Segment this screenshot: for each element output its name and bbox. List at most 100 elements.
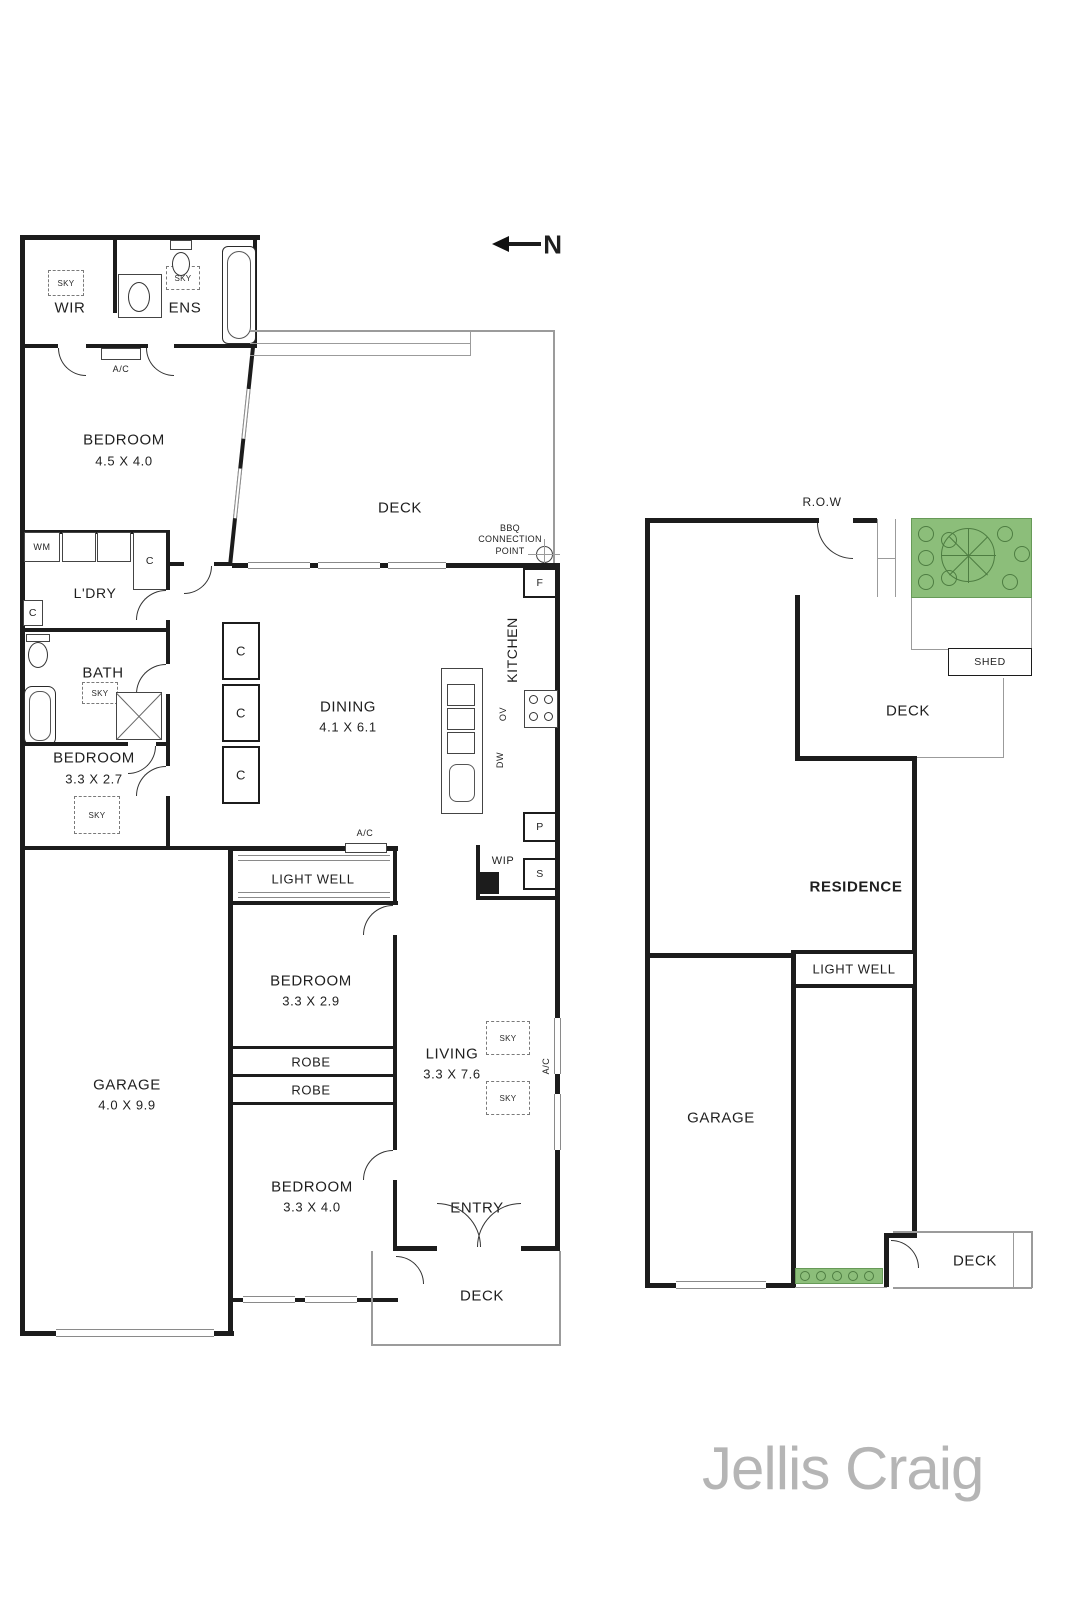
site-label-garage: GARAGE	[687, 1109, 755, 1127]
skylight-badge: SKY	[82, 682, 118, 704]
wall-segment	[853, 518, 877, 523]
toilet-icon	[172, 252, 190, 276]
tree-icon	[941, 532, 957, 548]
wall-segment	[476, 845, 480, 900]
plant-icon	[816, 1271, 826, 1281]
pantry-box	[523, 812, 557, 842]
thin-outline	[250, 343, 470, 344]
storage-box	[523, 858, 557, 890]
tree-icon	[997, 526, 1013, 542]
tree-icon	[941, 528, 996, 583]
stove-burner	[529, 712, 538, 721]
skylight-badge: SKY	[486, 1021, 530, 1055]
wall-segment	[174, 344, 257, 348]
plant-icon	[848, 1271, 858, 1281]
window	[248, 562, 310, 569]
storage-label: S	[536, 868, 544, 880]
thin-outline	[470, 330, 471, 356]
dim-label-bedroom-2: 3.3 X 2.7	[65, 771, 123, 787]
dim-label-bedroom-4: 3.3 X 4.0	[283, 1199, 341, 1215]
window	[243, 1296, 295, 1303]
closet-box	[222, 746, 260, 804]
wall-segment	[912, 756, 917, 956]
wall-segment	[166, 796, 170, 848]
wall-segment	[113, 235, 117, 313]
wall-segment	[166, 530, 170, 590]
garage-door	[56, 1329, 214, 1337]
wall-segment	[884, 1233, 917, 1238]
thin-outline	[559, 1251, 561, 1345]
wall-segment	[228, 1102, 397, 1105]
ac-unit-label: A/C	[541, 1057, 551, 1075]
island-cabinet	[447, 732, 475, 754]
closet-box	[222, 622, 260, 680]
room-label-bedroom-3: BEDROOM	[270, 972, 352, 990]
wall-segment	[795, 756, 917, 761]
room-label-deck-bottom: DECK	[459, 1287, 505, 1305]
door-arc	[146, 348, 174, 376]
window	[318, 562, 380, 569]
thin-outline	[250, 330, 555, 332]
site-label-lightwell: LIGHT WELL	[812, 961, 896, 977]
shower-icon	[116, 692, 162, 740]
wall-segment	[228, 1298, 233, 1336]
wall-segment	[795, 595, 800, 760]
bbq-connection-label: BBQ CONNECTION POINT	[478, 523, 542, 556]
sink-icon	[449, 764, 475, 802]
laundry-appliance	[62, 532, 96, 562]
tree-icon	[918, 550, 934, 566]
door-arc	[363, 1150, 393, 1180]
plant-icon	[864, 1271, 874, 1281]
door-arc	[136, 590, 166, 620]
wall-segment	[20, 846, 234, 850]
pantry-label: P	[536, 821, 544, 833]
wall-segment	[884, 1233, 889, 1287]
basin-icon	[128, 282, 150, 312]
wall-segment	[228, 901, 398, 905]
wall-segment	[166, 694, 170, 766]
fridge-box	[523, 568, 557, 598]
thin-outline	[893, 1231, 1032, 1233]
toilet-tank	[26, 634, 50, 642]
toilet-icon	[28, 642, 48, 668]
tree-icon	[918, 574, 934, 590]
thin-outline	[893, 1287, 1032, 1289]
wall-segment	[20, 235, 25, 1336]
door-arc	[817, 523, 853, 559]
wall-segment	[645, 518, 650, 1288]
thin-outline	[1003, 678, 1004, 758]
closet-label: C	[145, 555, 155, 567]
plant-icon	[832, 1271, 842, 1281]
wall-segment	[555, 1150, 560, 1250]
room-label-lightwell: LIGHT WELL	[271, 871, 355, 887]
bathtub-inner	[227, 251, 251, 339]
tree-icon	[1014, 546, 1030, 562]
closet-box	[222, 684, 260, 742]
wall-segment	[20, 235, 260, 240]
wall-segment	[20, 628, 170, 632]
door-arc	[184, 566, 212, 594]
wall-segment	[521, 1246, 560, 1251]
stove-burner	[544, 695, 553, 704]
window	[554, 1094, 561, 1150]
wall-segment	[166, 562, 184, 566]
window	[233, 468, 243, 519]
thin-outline	[917, 757, 1004, 758]
dishwasher-label: DW	[495, 751, 505, 769]
wall-segment	[393, 935, 397, 1048]
ac-unit-label: A/C	[356, 828, 374, 838]
shed-box	[948, 648, 1032, 676]
bathtub-inner	[29, 691, 51, 741]
dim-label-bedroom-3: 3.3 X 2.9	[282, 993, 340, 1009]
closet-label: C	[236, 767, 246, 783]
skylight-badge: SKY	[74, 796, 120, 834]
room-label-wip: WIP	[491, 855, 515, 867]
dim-label-living: 3.3 X 7.6	[423, 1066, 481, 1082]
garage-door	[676, 1281, 766, 1289]
room-label-living: LIVING	[425, 1045, 479, 1063]
brand-logo: Jellis Craig	[702, 1435, 984, 1502]
room-label-laundry: L'DRY	[73, 585, 117, 601]
north-label: N	[543, 229, 563, 260]
closet-label: C	[28, 607, 38, 619]
